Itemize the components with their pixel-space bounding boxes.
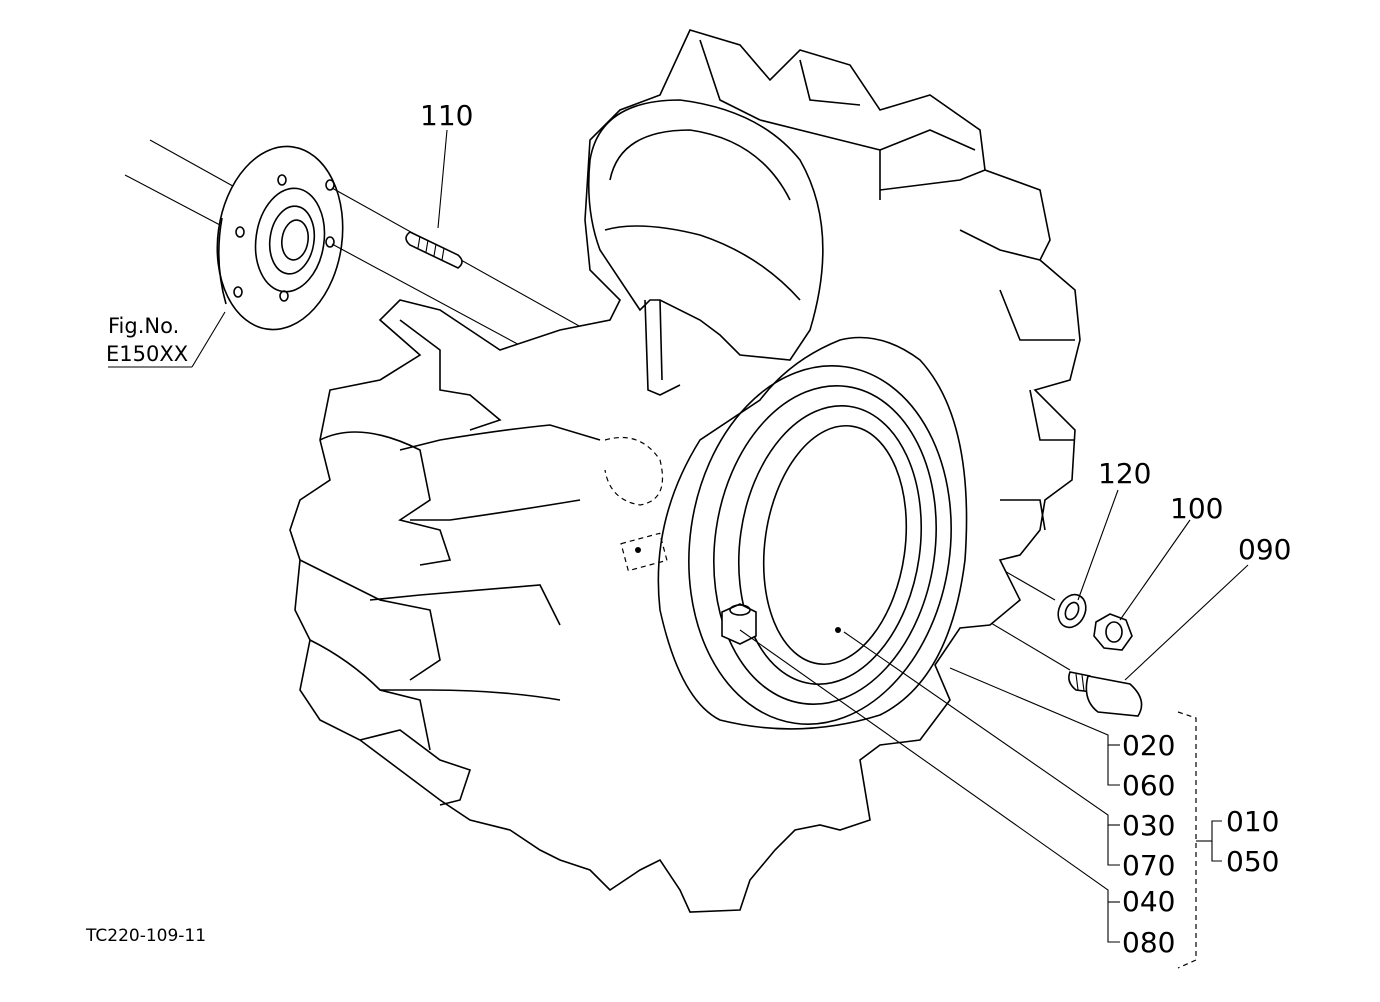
callout-080: 080 [1122,926,1176,959]
drawing-code: TC220-109-11 [86,926,207,946]
wheel-bolt [1068,671,1143,717]
callout-060: 060 [1122,769,1176,802]
hub-flange [216,145,344,331]
callout-110: 110 [420,99,474,132]
spring-washer [1057,593,1087,629]
callout-090: 090 [1238,533,1292,566]
callout-120: 120 [1098,457,1152,490]
axle-centerlines [124,139,241,226]
hex-nut [1093,613,1133,651]
callout-040: 040 [1122,885,1176,918]
callout-100: 100 [1170,492,1224,525]
callout-030: 030 [1122,809,1176,842]
stud-bolt [405,231,463,269]
callout-020: 020 [1122,729,1176,762]
wheel-disc [588,99,824,396]
callout-070: 070 [1122,849,1176,882]
valve [604,436,757,645]
figure-ref-line2: E150XX [106,342,189,366]
callout-050: 050 [1226,845,1280,878]
callout-010: 010 [1226,805,1280,838]
leader-lines [108,129,1249,969]
figure-ref-line1: Fig.No. [108,314,180,338]
